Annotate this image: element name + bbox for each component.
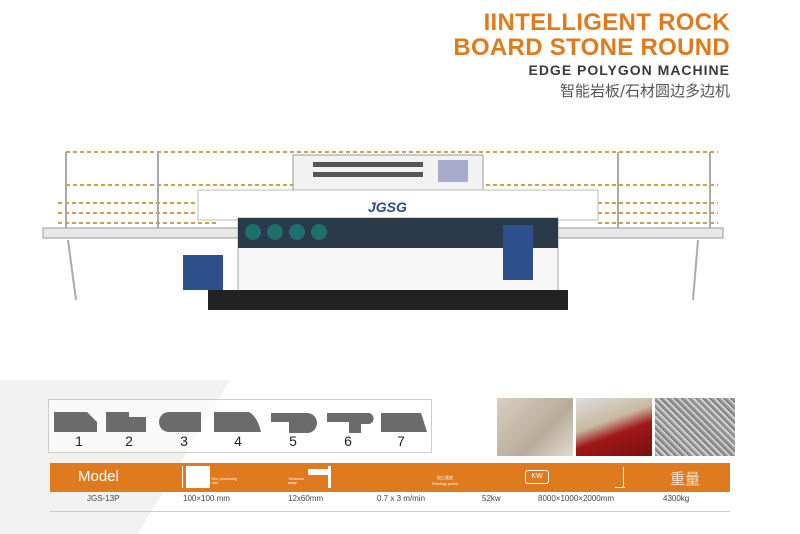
spec-table-header: Model Min. processing size Thickness ran… <box>50 463 730 492</box>
kw-icon: KW <box>525 470 549 484</box>
sample-photo-edged-board <box>576 398 652 456</box>
title-line-1: IINTELLIGENT ROCK <box>483 9 730 36</box>
edge-profiles-panel: 1 2 3 4 5 6 7 <box>48 399 432 453</box>
cell-thickness: 12x60mm <box>288 494 324 503</box>
profile-label-4: 4 <box>234 433 242 449</box>
cell-power: 52kw <box>482 494 501 503</box>
edge-profile-shapes <box>54 412 427 433</box>
speed-label-cn: 加工速度 <box>437 475 453 480</box>
speed-label: Feeding speed <box>431 481 459 486</box>
cell-model: JGS-13P <box>87 494 120 503</box>
cell-size: 100×100 mm <box>183 494 230 503</box>
profile-label-1: 1 <box>75 433 83 449</box>
profile-label-3: 3 <box>180 433 188 449</box>
profile-label-7: 7 <box>397 433 405 449</box>
title-line-2: BOARD STONE ROUND <box>453 34 730 61</box>
machine-image: JGSG <box>42 151 724 310</box>
header-size: Min. processing size <box>180 463 240 492</box>
header-thickness: Thickness range <box>288 463 348 492</box>
dimension-icon <box>615 463 635 492</box>
sample-photo-granite <box>655 398 735 456</box>
thickness-label: Thickness range <box>288 477 304 485</box>
profile-label-2: 2 <box>125 433 133 449</box>
header-model: Model <box>78 468 119 485</box>
table-divider <box>50 511 730 512</box>
subtitle: EDGE POLYGON MACHINE <box>528 62 730 78</box>
sample-photo-stone-slab <box>497 398 573 456</box>
chinese-title: 智能岩板/石材圆边多边机 <box>559 82 730 100</box>
brand-logo: JGSG <box>368 199 407 215</box>
cell-weight: 4300kg <box>663 494 690 503</box>
size-label: Min. processing size <box>212 477 237 485</box>
cell-dimensions: 8000×1000×2000mm <box>538 494 615 503</box>
cell-speed: 0.7 x 3 m/min <box>377 494 426 503</box>
header-weight: 重量 <box>670 470 701 488</box>
profile-label-5: 5 <box>289 433 297 449</box>
header-speed: 加工速度 Feeding speed <box>420 463 470 492</box>
profile-label-6: 6 <box>344 433 352 449</box>
